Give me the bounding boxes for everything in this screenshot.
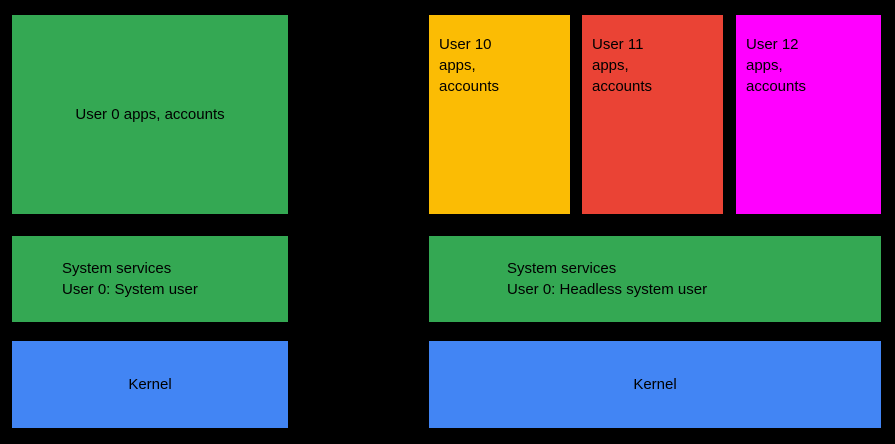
right-system-services-label: System services User 0: Headless system … (507, 260, 708, 298)
left-kernel-label: Kernel (128, 376, 172, 393)
right-system-services-box: System services User 0: Headless system … (429, 236, 881, 322)
user10-apps-accounts-label: User 10 apps, accounts (439, 36, 500, 95)
user0-apps-accounts-label: User 0 apps, accounts (75, 106, 225, 123)
user12-apps-accounts-box: User 12 apps, accounts (736, 15, 881, 214)
user10-apps-accounts-box: User 10 apps, accounts (429, 15, 570, 214)
user12-apps-accounts-label: User 12 apps, accounts (746, 36, 807, 95)
user11-apps-accounts-box: User 11 apps, accounts (582, 15, 723, 214)
left-system-services-box: System services User 0: System user (12, 236, 288, 322)
user11-apps-accounts-label: User 11 apps, accounts (592, 36, 653, 95)
left-system-services-label: System services User 0: System user (62, 260, 198, 298)
user0-apps-accounts-box: User 0 apps, accounts (12, 15, 288, 214)
right-kernel-label: Kernel (633, 376, 677, 393)
right-kernel-box: Kernel (429, 341, 881, 428)
left-kernel-box: Kernel (12, 341, 288, 428)
